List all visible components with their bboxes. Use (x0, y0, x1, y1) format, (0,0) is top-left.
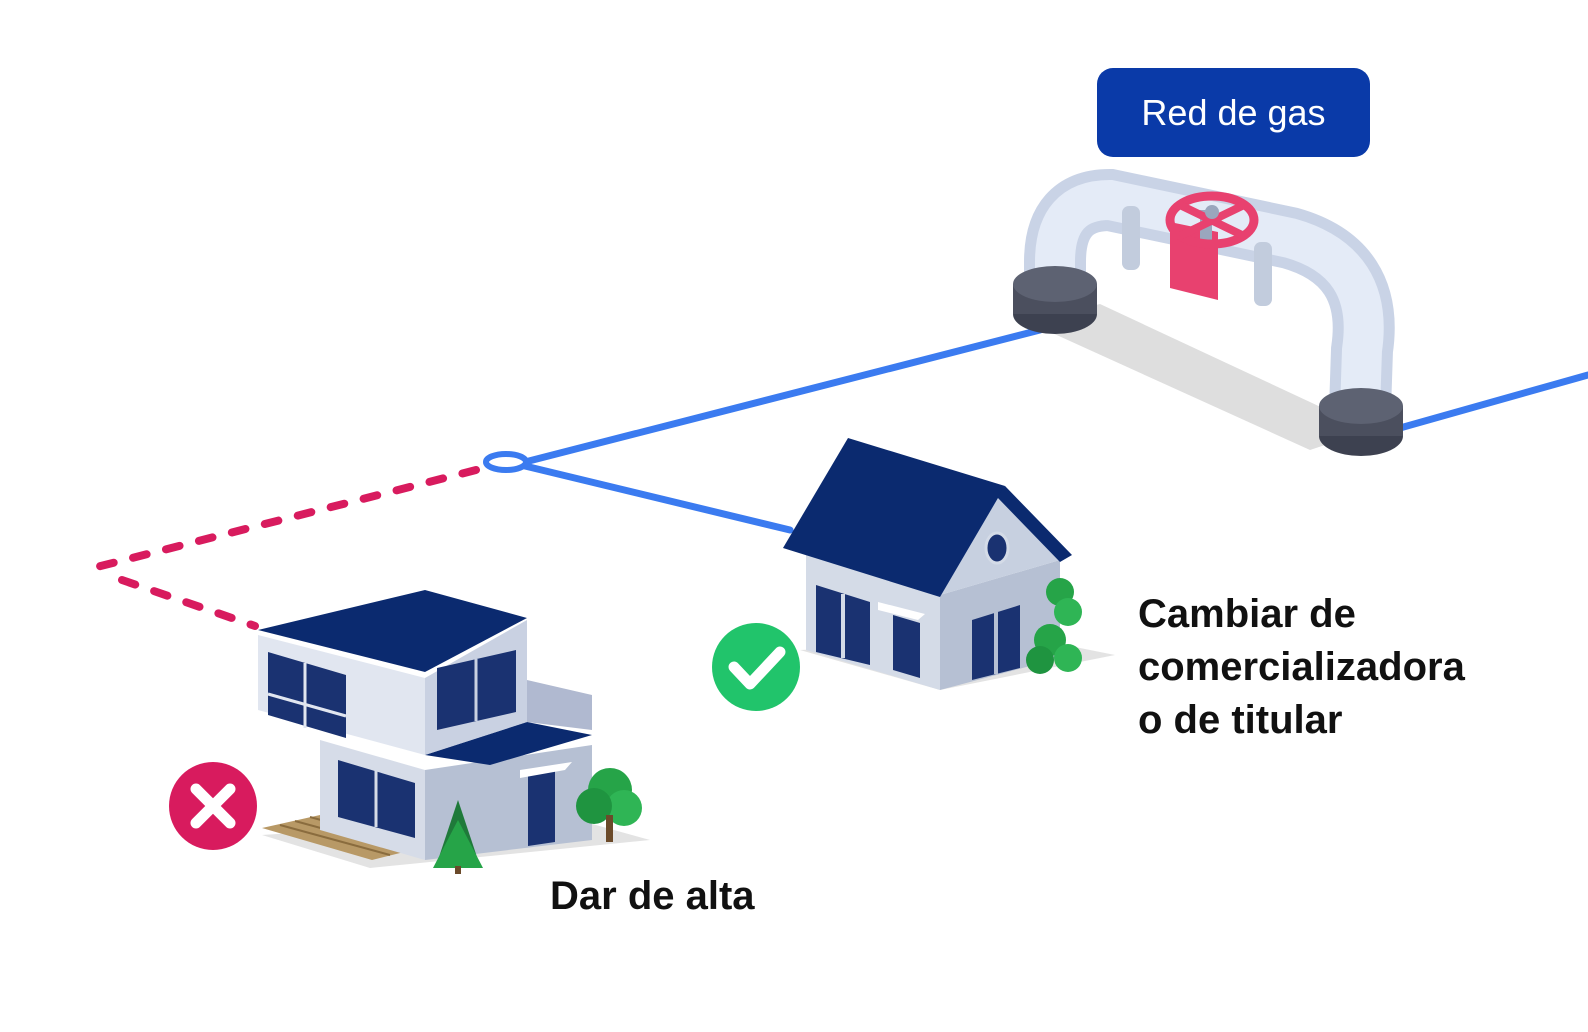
new-connection-label: Dar de alta (550, 874, 755, 918)
x-icon (169, 762, 257, 850)
junction-node (483, 451, 529, 473)
disconnected-lines (89, 466, 480, 630)
existing-house-illustration (783, 438, 1115, 690)
gas-network-label: Red de gas (1097, 68, 1370, 157)
gas-pipe-icon (1013, 168, 1403, 456)
change-label-line-3: o de titular (1138, 698, 1343, 742)
gas-lines (521, 326, 1588, 534)
change-label-line-2: comercializadora (1138, 645, 1465, 689)
main-gas-line-right (1396, 371, 1588, 432)
new-house-illustration (258, 590, 650, 874)
check-icon (712, 623, 800, 711)
change-label-line-1: Cambiar de (1138, 592, 1356, 636)
main-gas-line (521, 326, 1044, 466)
dotted-line-lower (118, 576, 259, 630)
change-provider-label: Cambiar de comercializadora o de titular (1138, 588, 1465, 747)
branch-line-to-house (521, 462, 794, 534)
dotted-line-upper (89, 466, 480, 572)
